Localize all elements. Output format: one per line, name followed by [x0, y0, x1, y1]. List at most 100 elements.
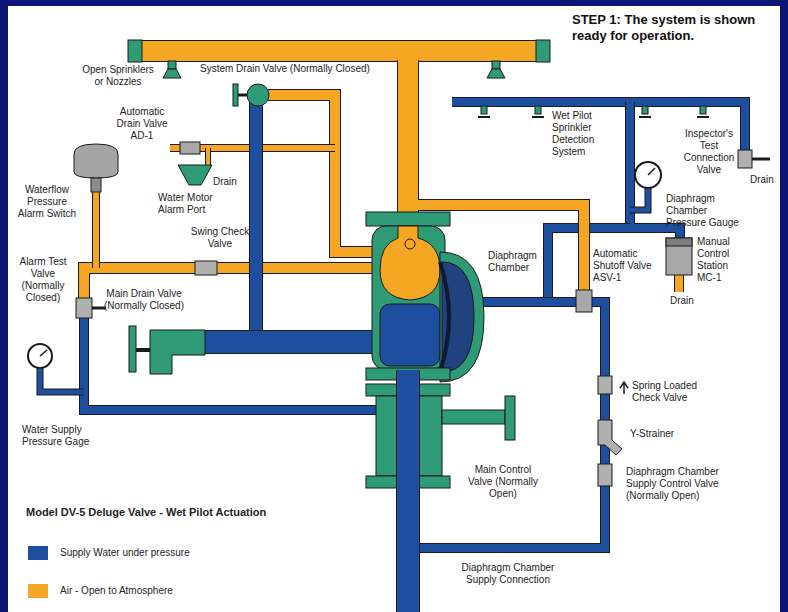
sprinkler-deflector	[697, 116, 709, 118]
shutoff-valve	[576, 290, 592, 312]
drain-funnel	[178, 165, 212, 185]
pipe-outline	[396, 370, 420, 612]
pipe-outline	[84, 316, 400, 410]
pipe-outline	[674, 275, 684, 292]
sprinkler-deflector	[478, 116, 490, 118]
part-label: Main Drain Valve (Normally Closed)	[98, 288, 190, 312]
part-label: Y-Strainer	[630, 428, 674, 440]
part-label: Diaphragm Chamber Supply Connection	[456, 562, 560, 586]
supply-riser	[397, 370, 419, 612]
handwheel	[233, 84, 238, 106]
legend-text: Supply Water under pressure	[60, 547, 190, 559]
upper-chamber	[380, 226, 440, 300]
pipe-outline	[92, 190, 100, 268]
lower-chamber	[380, 304, 440, 366]
step-title: STEP 1: The system is shown ready for op…	[572, 12, 777, 44]
legend-swatch	[28, 584, 48, 598]
gauge-needle	[648, 168, 655, 175]
drain-pipe	[268, 95, 386, 252]
sprinkler-deflector	[532, 116, 544, 118]
drain-pipe	[250, 100, 262, 342]
test-valve	[738, 150, 752, 168]
pipe-outline	[249, 100, 263, 342]
pipe-outline	[268, 95, 386, 252]
gauge-pipe	[40, 368, 84, 392]
part-label: Open Sprinklers or Nozzles	[78, 64, 158, 88]
part-label: Drain	[670, 295, 694, 307]
part-label: Manual Control Station MC-1	[697, 236, 745, 284]
part-label: Water Supply Pressure Gage	[22, 424, 98, 448]
part-label: Automatic Drain Valve AD-1	[112, 106, 172, 142]
valve-stem	[136, 348, 150, 352]
sprinkler-head	[700, 106, 706, 114]
part-label: Drain	[750, 174, 774, 186]
gauge-pipe	[630, 188, 648, 210]
part-label: Alarm Test Valve (Normally Closed)	[12, 256, 74, 304]
drain-pipe	[675, 275, 683, 292]
pipe-outline	[205, 148, 211, 166]
riser-pipe	[398, 52, 418, 216]
sprinkler-deflector	[639, 116, 651, 118]
part-label: Drain	[213, 176, 237, 188]
pressure-gauge	[635, 162, 661, 188]
part-label: Diaphragm Chamber Pressure Gauge	[666, 193, 744, 229]
valve-flange	[366, 212, 450, 226]
pipe-outline	[195, 330, 392, 354]
manual-station	[666, 238, 692, 275]
part-label: Automatic Shutoff Valve ASV-1	[593, 248, 659, 284]
drain-valve-body	[150, 330, 205, 374]
part-label: System Drain Valve (Normally Closed)	[200, 63, 370, 75]
diaphragm-housing	[440, 252, 484, 382]
legend-swatch	[28, 546, 48, 560]
pipe-outline	[40, 368, 84, 392]
globe-valve	[247, 84, 269, 106]
drain-valve	[180, 142, 200, 154]
main-drain-pipe	[195, 331, 392, 353]
part-label: Main Control Valve (Normally Open)	[462, 464, 544, 500]
part-label: Wet Pilot Sprinkler Detection System	[552, 110, 602, 158]
part-label: Water Motor Alarm Port	[158, 192, 226, 216]
station-top	[666, 238, 692, 246]
part-label: Diaphragm Chamber Supply Control Valve (…	[626, 466, 734, 502]
pressure-switch	[74, 144, 118, 178]
flow-arrow	[620, 382, 628, 394]
pressure-gauge	[28, 344, 52, 368]
check-valve	[195, 261, 217, 275]
handwheel	[129, 326, 136, 372]
supply-pipe	[84, 316, 400, 410]
pipe-outline	[630, 188, 648, 210]
system-pipe	[131, 41, 547, 61]
nozzle-body	[168, 61, 176, 69]
valve-handle	[752, 158, 770, 161]
part-label: Swing Check Valve	[188, 226, 252, 250]
control-valve	[598, 464, 612, 486]
sprinkler-head	[642, 106, 648, 114]
nozzle-body	[492, 61, 500, 69]
pipe-cap	[536, 40, 550, 62]
handwheel	[505, 396, 515, 440]
clapper-pivot	[405, 239, 415, 249]
nozzle-tip	[163, 69, 181, 78]
legend-text: Air - Open to Atmosphere	[60, 585, 173, 597]
control-valve-stem	[442, 410, 505, 424]
part-label: Inspector's Test Connection Valve	[680, 128, 738, 176]
diaphragm-chamber	[442, 262, 474, 372]
sprinkler-head	[481, 106, 487, 114]
valve-handle	[92, 307, 106, 310]
switch-stem	[91, 178, 101, 192]
valve-body	[372, 226, 445, 370]
pipe-outline	[130, 40, 548, 62]
test-valve	[76, 298, 92, 318]
part-label: Diaphragm Chamber	[488, 250, 540, 274]
pipe-cap	[128, 40, 142, 62]
y-strainer	[598, 420, 622, 455]
valve-stem	[238, 94, 247, 97]
gauge-needle	[40, 350, 47, 356]
switch-pipe	[93, 190, 99, 268]
part-label: Waterflow Pressure Alarm Switch	[14, 184, 80, 220]
nozzle-tip	[487, 69, 505, 78]
check-valve	[598, 376, 612, 394]
diaphragm	[440, 262, 449, 372]
diagram-name: Model DV-5 Deluge Valve - Wet Pilot Actu…	[26, 506, 266, 519]
